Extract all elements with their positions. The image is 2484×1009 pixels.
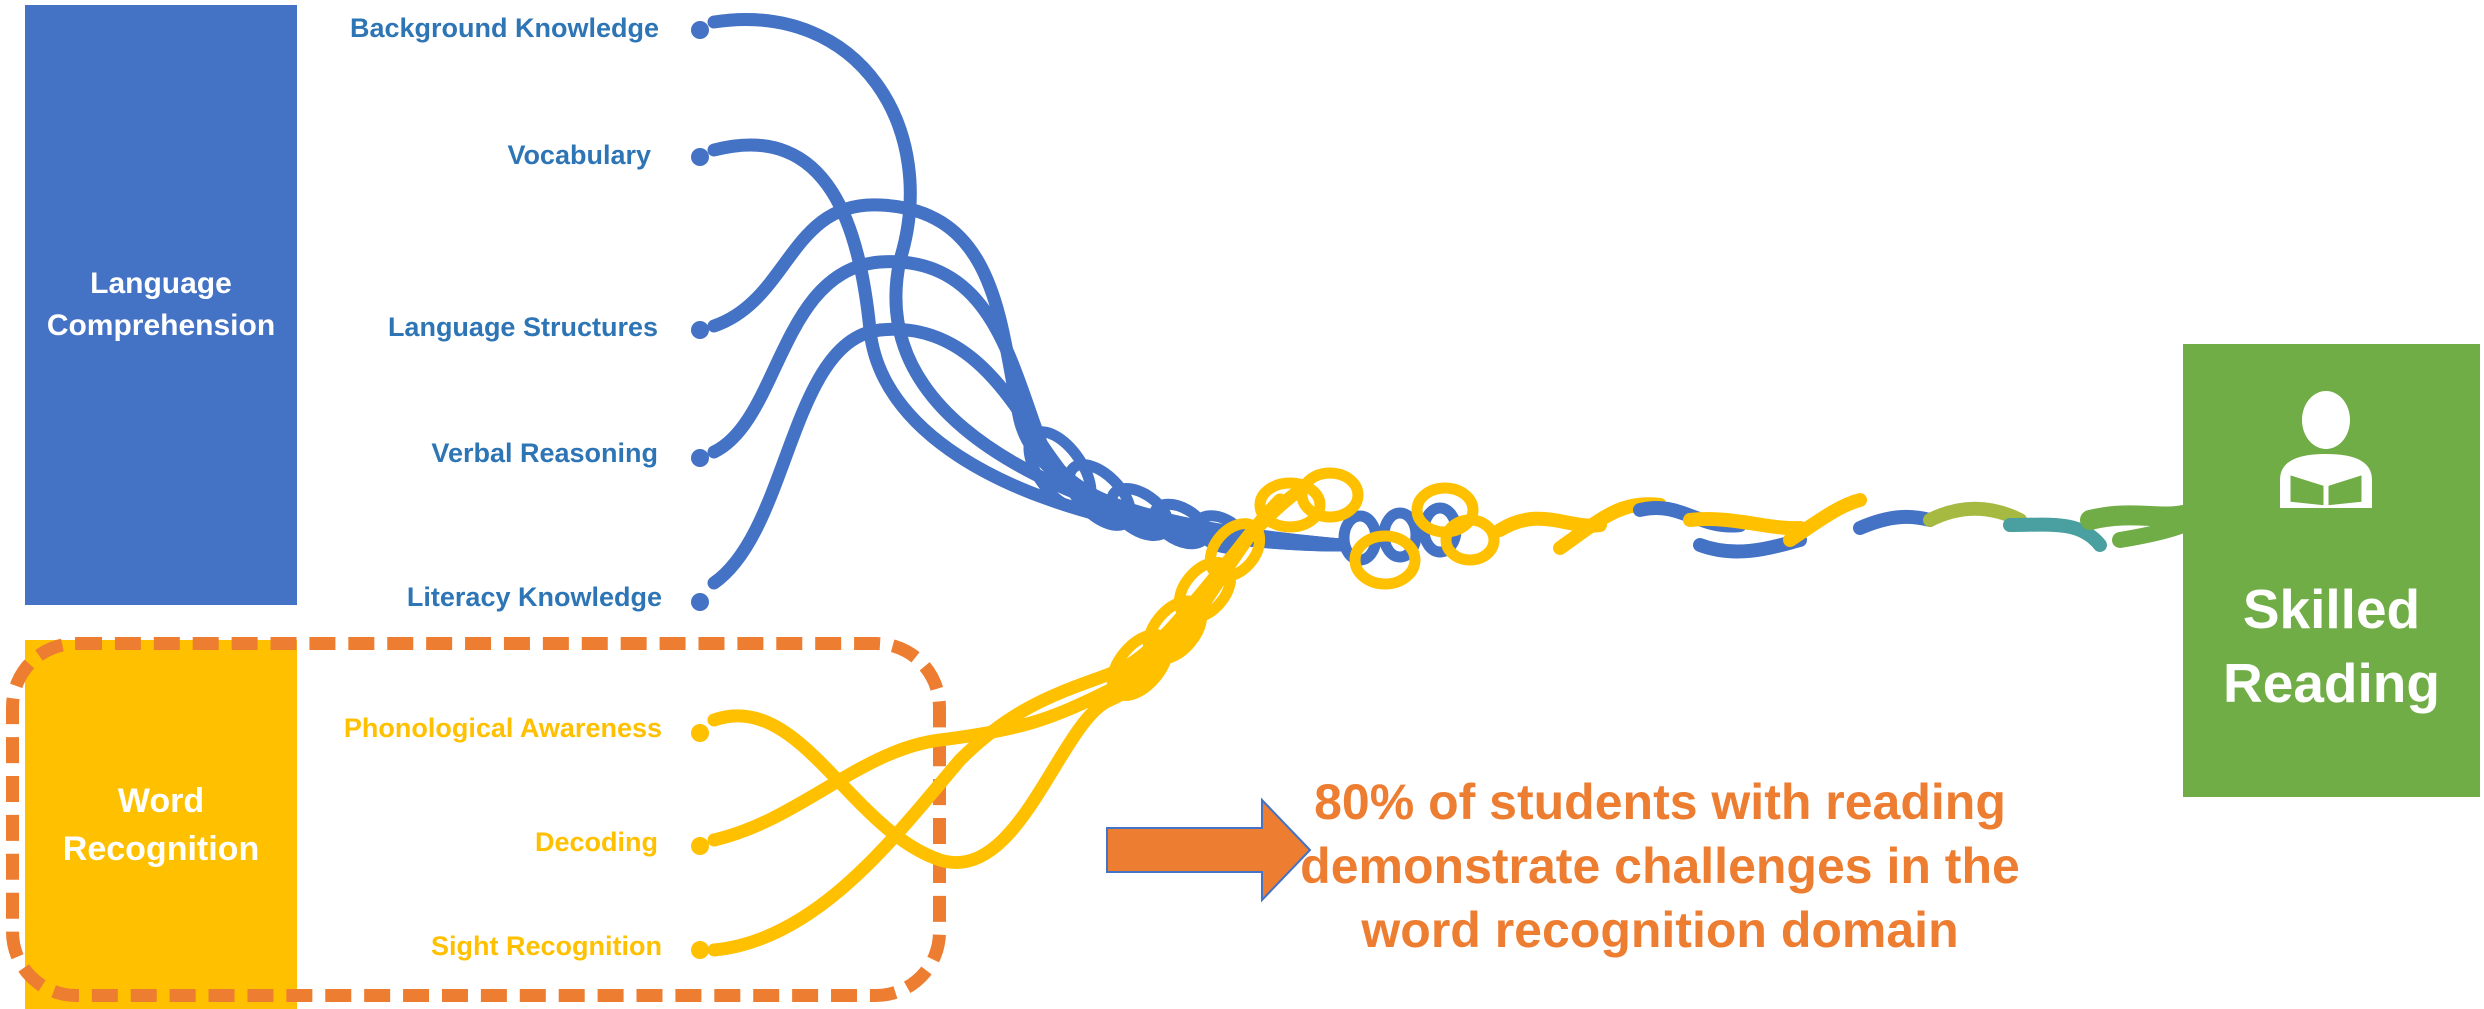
word-recognition-title-line2: Recognition: [62, 829, 260, 868]
strand-background-knowledge: [707, 13, 1347, 552]
label-decoding: Decoding: [534, 827, 658, 857]
callout-line3: word recognition domain: [1361, 902, 1959, 958]
label-vocabulary: Vocabulary: [507, 140, 651, 170]
callout-line2: demonstrate challenges in the: [1300, 838, 2020, 894]
language-comprehension-title-line1: Language: [90, 267, 232, 300]
label-background-knowledge: Background Knowledge: [349, 13, 659, 43]
word-recognition-callout: 80% of students with reading demonstrate…: [1290, 770, 2030, 962]
label-literacy-knowledge: Literacy Knowledge: [406, 582, 662, 612]
label-verbal-reasoning: Verbal Reasoning: [431, 438, 658, 468]
language-comprehension-title-line2: Comprehension: [46, 309, 276, 342]
arrow-right-icon: [1106, 797, 1312, 903]
skilled-reading-title-line1: Skilled: [2242, 577, 2421, 640]
label-language-structures: Language Structures: [387, 312, 658, 342]
strand-vocabulary: [707, 138, 1347, 552]
person-reading-book-icon: [2280, 391, 2372, 508]
callout-line1: 80% of students with reading: [1314, 774, 2006, 830]
strand-sight-recognition: [707, 483, 1307, 957]
label-phonological-awareness: Phonological Awareness: [343, 713, 662, 743]
word-recognition-title-line1: Word: [117, 781, 205, 820]
language-comprehension-block: Language Comprehension: [25, 5, 297, 605]
strand-decoding: [707, 493, 1287, 847]
label-sight-recognition: Sight Recognition: [431, 931, 662, 961]
word-recognition-highlight-box: [6, 637, 946, 1002]
skilled-reading-title-line2: Reading: [2223, 651, 2440, 714]
